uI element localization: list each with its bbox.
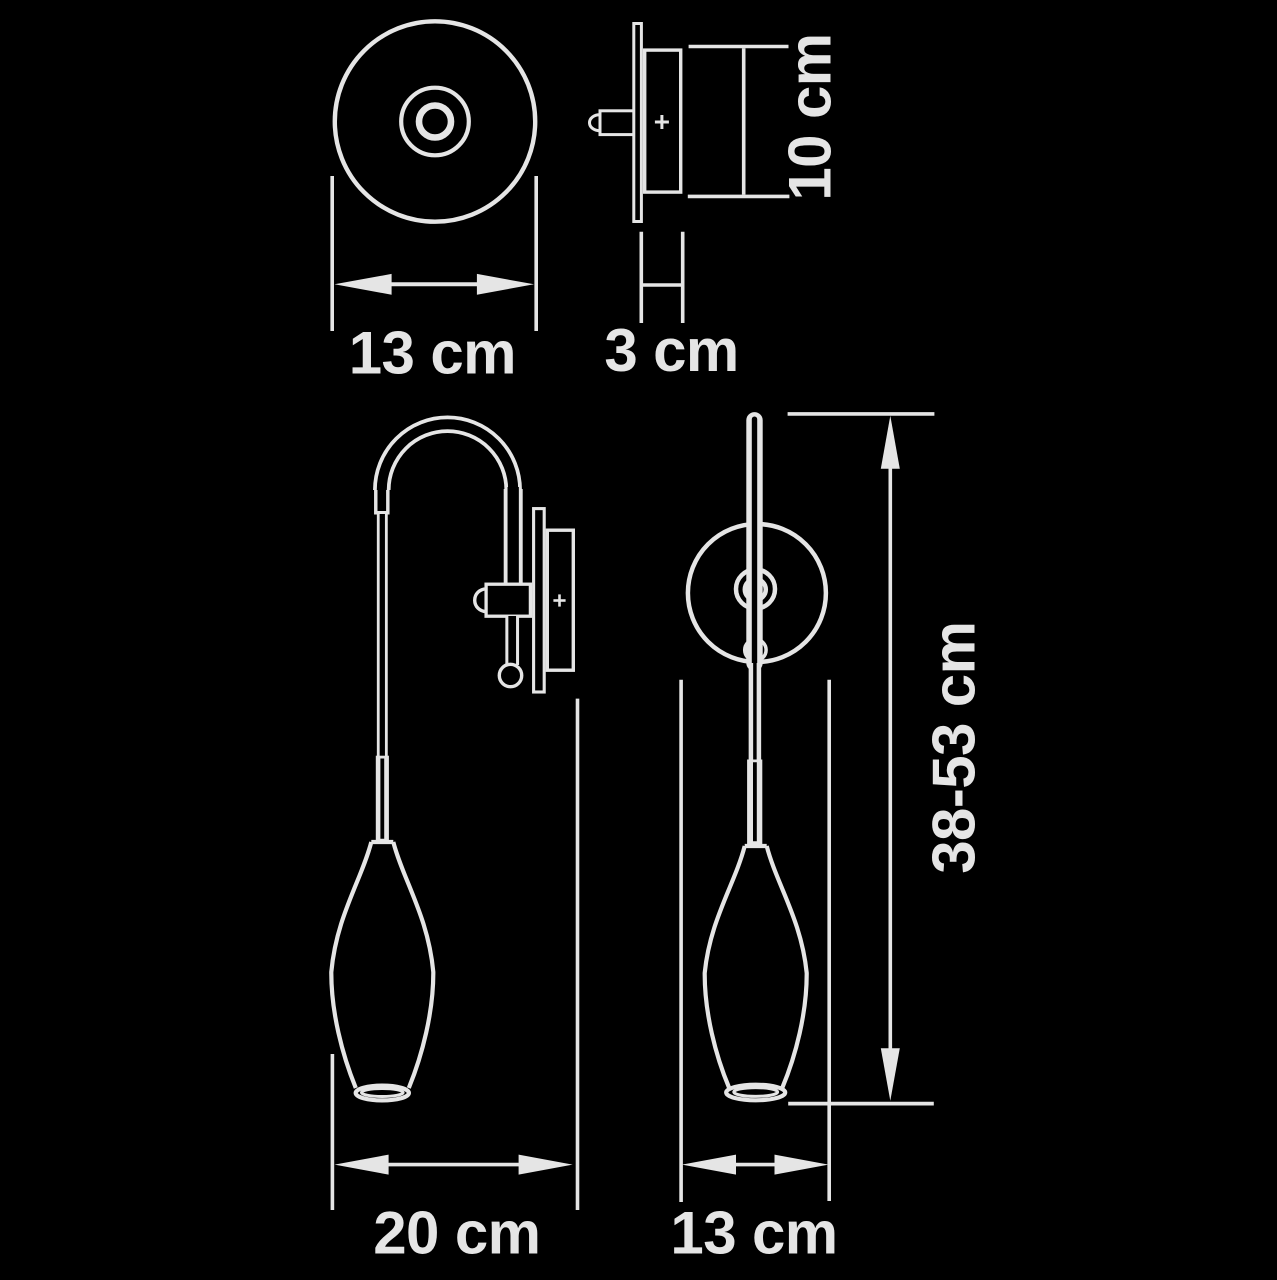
svg-text:38-53 cm: 38-53 cm	[920, 622, 987, 874]
svg-text:10 cm: 10 cm	[777, 34, 844, 201]
svg-text:13 cm: 13 cm	[349, 319, 516, 386]
svg-text:13 cm: 13 cm	[670, 1200, 837, 1267]
svg-text:20 cm: 20 cm	[373, 1200, 540, 1267]
svg-text:3 cm: 3 cm	[604, 317, 738, 384]
